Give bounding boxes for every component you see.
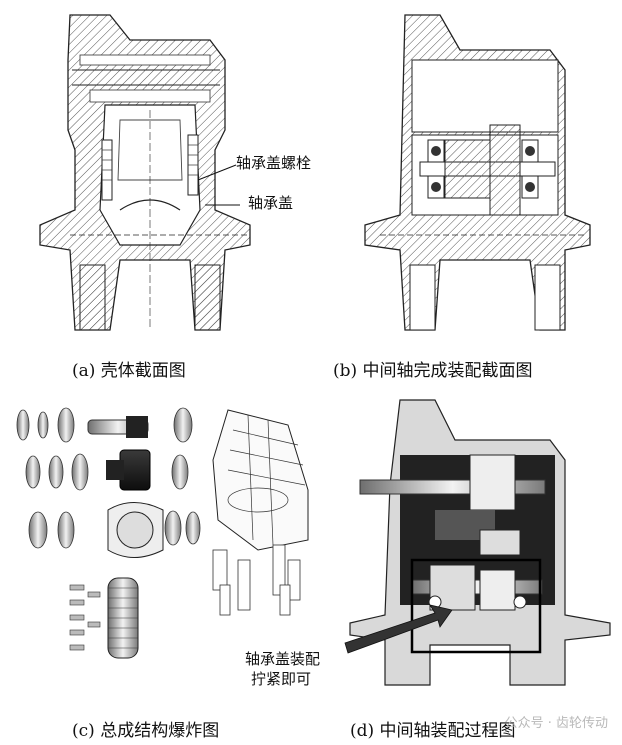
countershaft-section-drawing (364, 14, 591, 331)
watermark: 公众号 · 齿轮传动 (504, 716, 608, 731)
caption-d: (d) 中间轴装配过程图 (350, 721, 516, 741)
assembly-process-drawing (344, 399, 611, 686)
label-bearing-cap: 轴承盖 (248, 194, 294, 212)
caption-a: (a) 壳体截面图 (72, 361, 186, 381)
label-bearing-cap-bolt: 轴承盖螺栓 (236, 154, 312, 172)
label-bearing-cap-assembly: 轴承盖装配 (245, 650, 321, 668)
exploded-view-drawing (16, 407, 309, 659)
caption-c: (c) 总成结构爆炸图 (72, 721, 220, 741)
panel-d-assembly-process (340, 395, 620, 690)
panel-c-exploded-view (8, 400, 328, 700)
panel-a-housing-section (10, 10, 310, 340)
caption-b: (b) 中间轴完成装配截面图 (333, 361, 533, 381)
housing-section-drawing (39, 14, 251, 331)
panel-b-countershaft-section (350, 10, 610, 340)
label-tighten: 拧紧即可 (251, 670, 312, 688)
